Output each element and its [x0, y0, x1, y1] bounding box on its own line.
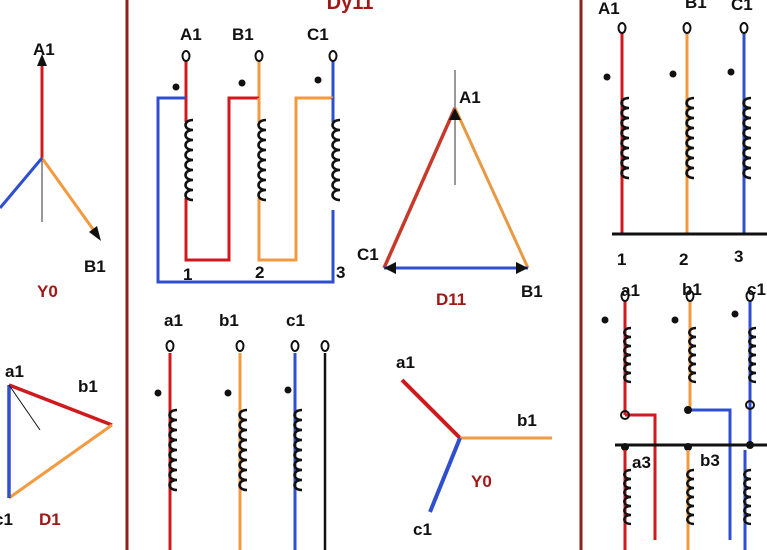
label-b1: b1: [219, 311, 239, 330]
middle-primary-windings: A1 B1 C1 1 2 3: [156, 25, 345, 284]
caption-y0: Y0: [471, 472, 492, 491]
delta-side-ab: [8, 383, 113, 427]
caption-d11: D11: [436, 290, 466, 309]
polarity-dot-icon: [669, 70, 677, 78]
node-icon: [620, 410, 630, 420]
label-b1: b1: [517, 411, 537, 430]
delta-side-bc: [8, 423, 113, 500]
node-icon: [745, 400, 755, 410]
arrow-head-icon: [516, 262, 528, 274]
label-a1: a1: [5, 362, 24, 381]
left-secondary-phasor: a1 b1 c1 D1: [0, 362, 113, 529]
label-c1: c1: [0, 510, 13, 529]
arrow-head-icon: [384, 262, 396, 274]
middle-secondary-phasor: a1 b1 c1 Y0: [396, 353, 552, 539]
terminal-icon: [320, 340, 330, 352]
label-a1: A1: [33, 40, 55, 59]
polarity-dot-icon: [172, 83, 180, 91]
phasor-c1: [428, 437, 462, 513]
label-c1: C1: [357, 245, 379, 264]
phasor-a1: [400, 378, 462, 440]
node-icon: [684, 443, 692, 451]
terminal-icon: [254, 50, 264, 62]
coil-c-icon: [331, 118, 342, 202]
polarity-dot-icon: [601, 316, 609, 324]
node-icon: [684, 406, 692, 414]
polarity-dot-icon: [314, 76, 322, 84]
caption-y0: Y0: [37, 282, 58, 301]
terminal-icon: [165, 340, 175, 352]
caption-d1: D1: [39, 510, 61, 529]
phasor-c1: [0, 157, 44, 209]
polarity-dot-icon: [224, 389, 232, 397]
terminal-icon: [328, 50, 338, 62]
terminal-icon: [617, 22, 627, 34]
polarity-dot-icon: [731, 310, 739, 318]
arrow-head-icon: [449, 108, 461, 120]
label-a1: A1: [180, 25, 202, 44]
wire-a-cross: [625, 413, 657, 540]
wire-c-cross: [690, 408, 732, 540]
label-a1: a1: [396, 353, 415, 372]
label-b1: B1: [232, 25, 254, 44]
label-b1: B1: [521, 282, 543, 301]
label-a3: a3: [632, 453, 651, 472]
polarity-dot-icon: [727, 68, 735, 76]
label-b3: b3: [700, 451, 720, 470]
phasor-b1: [40, 157, 97, 233]
reference-line: [8, 384, 41, 431]
terminal-icon: [682, 22, 692, 34]
label-a1: a1: [164, 311, 183, 330]
delta-side-ac: [382, 107, 457, 269]
panel-dividers: [125, 0, 583, 550]
node-icon: [746, 441, 754, 449]
label-c1: c1: [747, 280, 766, 299]
polarity-dot-icon: [671, 316, 679, 324]
terminal-icon: [745, 290, 755, 302]
terminal-icon: [685, 290, 695, 302]
arrow-head-icon: [37, 54, 47, 66]
label-a1: A1: [459, 88, 481, 107]
label-node-1: 1: [617, 250, 626, 269]
polarity-dot-icon: [284, 386, 292, 394]
coil-b-icon: [257, 118, 268, 202]
label-b1: B1: [84, 257, 106, 276]
label-node-2: 2: [255, 263, 264, 282]
terminal-icon: [739, 22, 749, 34]
label-b1: b1: [78, 377, 98, 396]
wire-c-return: [156, 96, 335, 284]
left-primary-phasor: A1 B1 Y0: [0, 40, 106, 301]
wire-a-to-b: [184, 96, 259, 262]
label-a1: A1: [598, 0, 620, 18]
label-node-3: 3: [336, 263, 345, 282]
label-a1: a1: [621, 281, 640, 300]
terminal-icon: [235, 340, 245, 352]
terminal-icon: [181, 50, 191, 62]
label-b1: b1: [682, 280, 702, 299]
polarity-dot-icon: [603, 73, 611, 81]
arrow-head-icon: [89, 226, 101, 241]
label-c1: C1: [307, 25, 329, 44]
coil-a-icon: [184, 118, 195, 202]
terminal-icon: [290, 340, 300, 352]
label-c1: c1: [413, 520, 432, 539]
wire-b-to-c: [257, 96, 333, 262]
label-node-2: 2: [679, 250, 688, 269]
terminal-icon: [620, 290, 630, 302]
right-primary-windings: A1 B1 C1 1 2 3: [598, 0, 767, 269]
middle-primary-phasor: A1 C1 B1 D11: [357, 70, 543, 309]
right-secondary-windings: a1 b1 c1 a3 b3: [601, 280, 767, 550]
polarity-dot-icon: [154, 389, 162, 397]
label-c1: c1: [286, 311, 305, 330]
node-icon: [621, 443, 629, 451]
delta-side-ab: [453, 107, 530, 269]
label-node-1: 1: [183, 265, 192, 284]
polarity-dot-icon: [238, 79, 246, 87]
label-b1: B1: [685, 0, 707, 12]
label-c1: C1: [731, 0, 753, 14]
label-node-3: 3: [734, 247, 743, 266]
diagram-title: Dy11: [327, 0, 374, 14]
middle-secondary-windings: a1 b1 c1: [154, 311, 330, 550]
